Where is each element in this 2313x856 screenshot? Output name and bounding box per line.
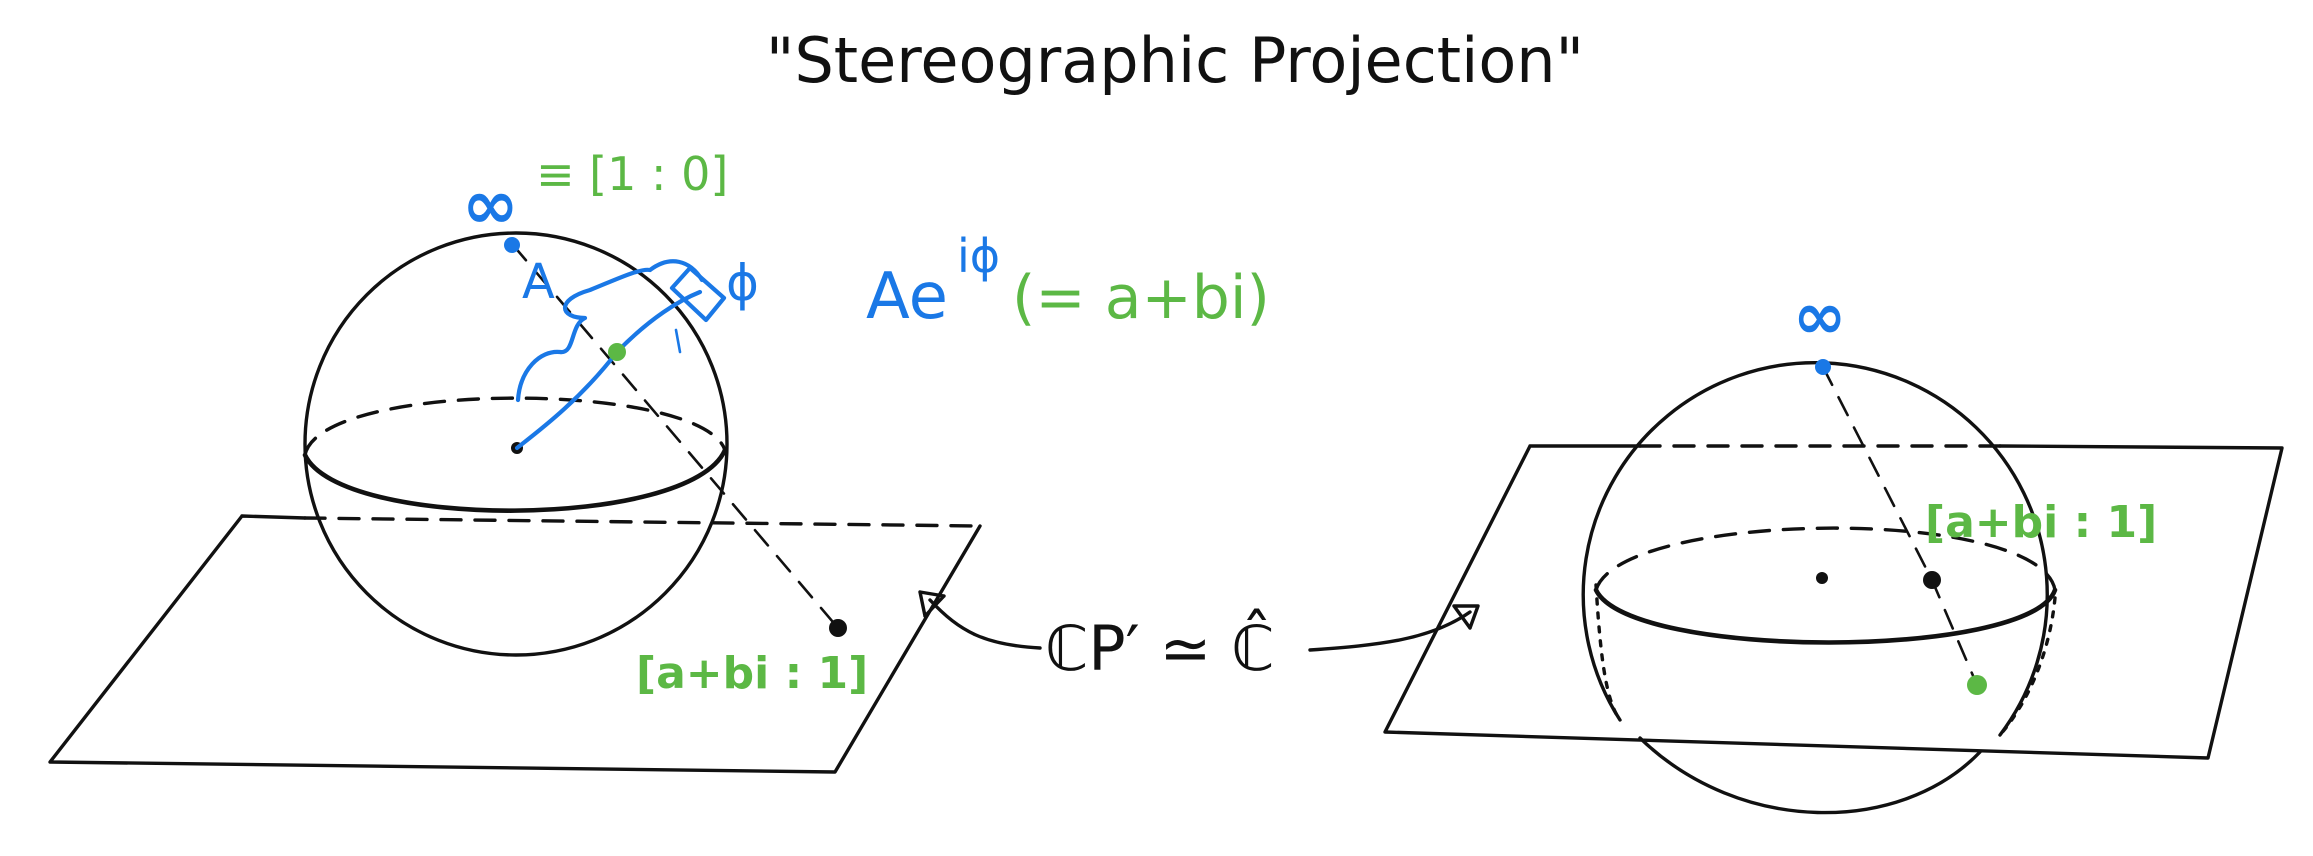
arrow-to-right-plane: [1308, 610, 1472, 652]
left-sphere: [303, 231, 729, 657]
left-right-angle-marker: [669, 265, 727, 323]
left-north-pole-dot: [504, 237, 520, 253]
right-sphere-lower-hidden-right: [1998, 596, 2057, 737]
right-equator-front: [1593, 587, 2058, 645]
left-infinity-equiv: ≡ [1 : 0]: [536, 147, 728, 201]
arrow-to-left-plane-head: [918, 590, 946, 618]
left-plane: [48, 514, 982, 774]
left-sphere-point: [608, 343, 626, 361]
left-infinity-symbol: ∞: [462, 166, 519, 245]
left-angle-label: ϕ: [726, 254, 759, 312]
left-plane-back-edge-dashed: [303, 516, 982, 528]
left-modulus-label: A: [522, 254, 555, 310]
right-equator-back: [1594, 526, 2057, 592]
polar-form: Ae iϕ (= a+bi): [866, 229, 1270, 334]
right-sphere-bottom: [1638, 736, 1982, 815]
right-point-label: [a+bi : 1]: [1925, 497, 2157, 548]
right-plane-point: [1967, 675, 1987, 695]
left-figure: ∞ ≡ [1 : 0] A ϕ [a+bi : 1]: [48, 147, 982, 774]
polar-form-exponent: iϕ: [957, 229, 1000, 283]
right-center-dot: [1816, 572, 1828, 584]
left-modulus-brace: [515, 267, 653, 403]
polar-form-base: Ae: [866, 260, 948, 334]
isomorphism-label: ℂP′ ≃ ℂ̂: [1045, 608, 1274, 685]
left-point-label: [a+bi : 1]: [636, 648, 868, 699]
arrow-to-right-plane-head: [1452, 604, 1480, 630]
right-plane: [1383, 444, 2284, 760]
isomorphism: ℂP′ ≃ ℂ̂: [918, 590, 1480, 685]
right-north-pole-dot: [1815, 359, 1831, 375]
right-sphere-point: [1923, 571, 1941, 589]
left-angle-tick: [674, 328, 682, 354]
arrow-to-left-plane: [928, 598, 1042, 650]
left-equator-front: [302, 447, 728, 513]
right-infinity-symbol: ∞: [1793, 280, 1846, 354]
left-radius-line: [514, 289, 703, 451]
left-equator-back: [303, 396, 727, 457]
right-figure: ∞ [a+bi : 1]: [1383, 280, 2284, 815]
right-sphere-lower-hidden: [1594, 583, 1622, 722]
left-plane-point: [829, 619, 847, 637]
title: "Stereographic Projection": [766, 24, 1584, 97]
polar-form-equals: (= a+bi): [1012, 263, 1270, 333]
